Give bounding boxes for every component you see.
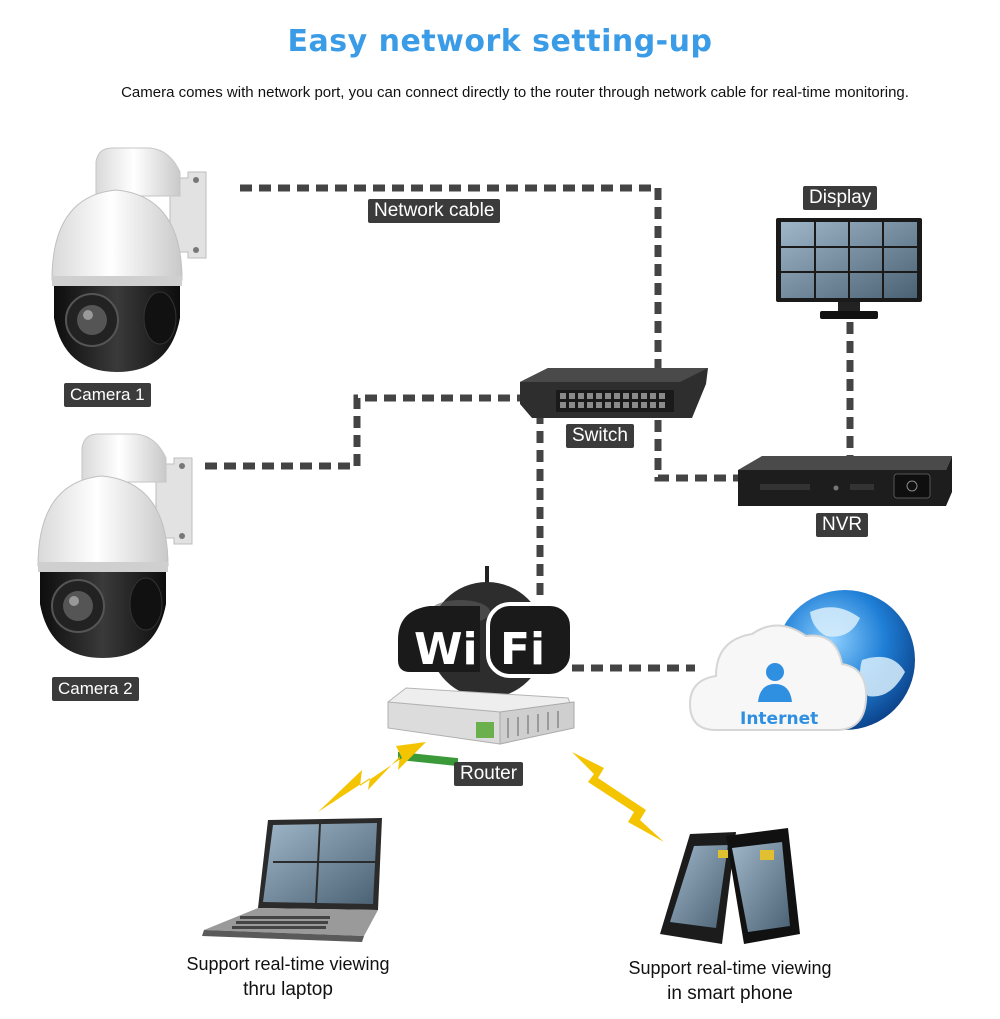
nvr-icon	[738, 456, 952, 506]
camera2-label: Camera 2	[52, 677, 139, 701]
laptop-caption-line2: thru laptop	[243, 979, 333, 1000]
smartphone-icon	[660, 828, 800, 944]
wifi-right-text: Fi	[500, 624, 545, 675]
display-label: Display	[803, 186, 878, 210]
switch-label: Switch	[566, 424, 634, 448]
phone-caption: Support real-time viewing in smart phone	[612, 956, 848, 1006]
laptop-caption: Support real-time viewing thru laptop	[170, 952, 406, 1002]
wifi-icon: Wi Fi	[398, 566, 574, 698]
cable-camera2-switch	[205, 394, 522, 470]
router-icon	[387, 687, 575, 767]
lightning-icon	[318, 742, 426, 812]
camera1-label: Camera 1	[64, 383, 151, 407]
laptop-icon	[202, 818, 382, 942]
network-cable-label: Network cable	[368, 199, 501, 223]
page-subtitle: Camera comes with network port, you can …	[121, 84, 909, 101]
nvr-label: NVR	[816, 513, 869, 537]
camera-icon	[51, 147, 207, 372]
router-label: Router	[454, 762, 524, 786]
switch-icon	[520, 368, 708, 418]
page-title: Easy network setting-up	[287, 24, 713, 59]
cable-switch-nvr	[654, 420, 738, 482]
user-icon	[758, 663, 792, 702]
phone-caption-line1: Support real-time viewing	[628, 958, 832, 978]
laptop-caption-line1: Support real-time viewing	[186, 954, 390, 974]
phone-caption-line2: in smart phone	[667, 983, 793, 1004]
network-cables	[205, 184, 854, 672]
internet-label: Internet	[740, 709, 818, 729]
lightning-icon	[572, 752, 664, 842]
cable-camera1-switch	[240, 184, 662, 378]
wifi-left-text: Wi	[414, 624, 478, 675]
display-icon	[776, 218, 922, 319]
camera-icon	[37, 433, 193, 658]
